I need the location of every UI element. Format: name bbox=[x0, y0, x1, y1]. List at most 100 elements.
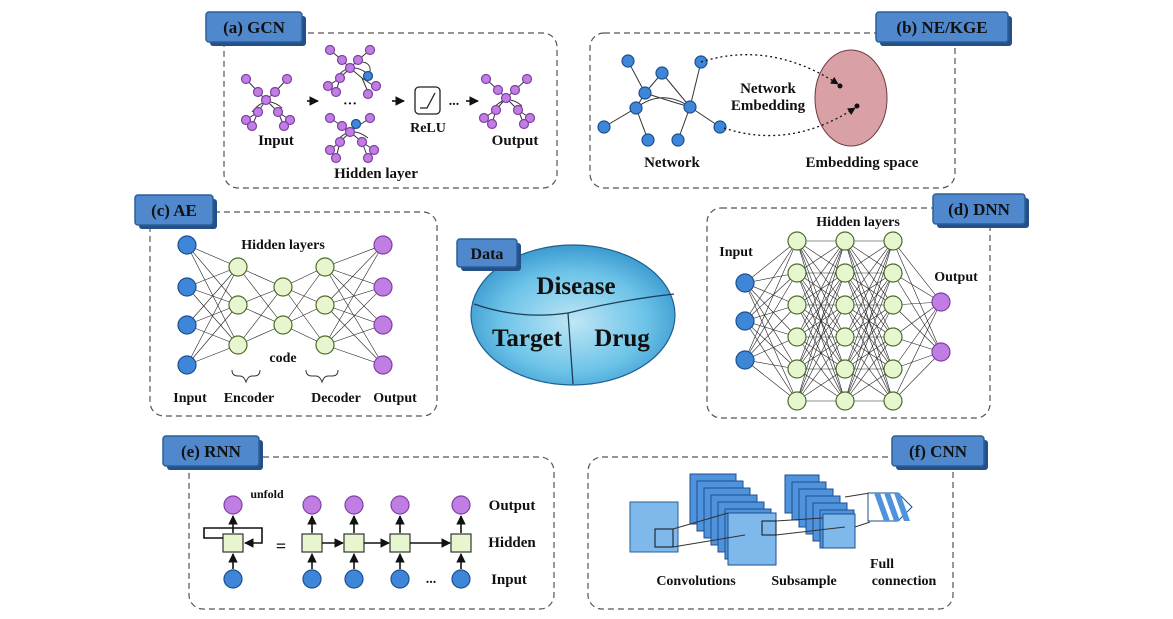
dnn-hidden-node bbox=[787, 327, 807, 347]
center-data: Data Disease Target Drug bbox=[456, 238, 676, 386]
ae-encoder-node bbox=[228, 335, 248, 355]
rnn-output-label: Output bbox=[489, 498, 536, 514]
data-drug: Drug bbox=[594, 325, 650, 352]
rnn-input-node bbox=[390, 569, 410, 589]
data-dividers bbox=[473, 293, 675, 385]
network-edge bbox=[744, 272, 798, 322]
cnn-pool-box bbox=[761, 520, 777, 536]
network-edge bbox=[796, 368, 846, 402]
network-edge bbox=[796, 240, 846, 306]
rnn-hidden-cell bbox=[450, 533, 472, 553]
network-edge bbox=[844, 240, 894, 306]
data-tag-label: Data bbox=[471, 246, 504, 263]
cnn-full-label-1: Full bbox=[870, 557, 894, 572]
ae-input-label: Input bbox=[173, 391, 207, 406]
data-target: Target bbox=[492, 325, 563, 352]
embedding-point-2 bbox=[854, 103, 860, 109]
cnn-subsample-map-front bbox=[822, 513, 856, 549]
embedding-arrow-top bbox=[700, 54, 839, 85]
network-edge bbox=[324, 344, 384, 366]
embedding-arrow-bottom bbox=[723, 107, 856, 137]
nekge-title: (b) NE/KGE bbox=[896, 18, 987, 37]
rnn-output-node bbox=[302, 495, 322, 515]
dnn-title-tag: (d) DNN bbox=[932, 193, 1029, 228]
ae-decoder-brace bbox=[305, 369, 339, 384]
rnn-input-node bbox=[344, 569, 364, 589]
network-edge bbox=[796, 240, 846, 402]
nekge-network-graph bbox=[597, 54, 727, 147]
cnn-title-tag: (f) CNN bbox=[891, 435, 988, 470]
ae-decoder-label: Decoder bbox=[311, 391, 361, 406]
gcn-relu-dots: ... bbox=[449, 94, 460, 109]
network-edge bbox=[324, 244, 384, 268]
network-edge bbox=[844, 240, 894, 274]
ae-output-node bbox=[373, 277, 393, 297]
network-edge bbox=[892, 304, 942, 353]
dnn-hidden-node bbox=[787, 263, 807, 283]
panel-ae: (c) AE Hidden layers code Input Encoder … bbox=[134, 194, 438, 417]
network-edge bbox=[796, 240, 846, 370]
gcn-input-label: Input bbox=[258, 133, 294, 149]
ae-encoder-label: Encoder bbox=[224, 391, 275, 406]
gcn-hidden-graph-bottom bbox=[324, 112, 380, 164]
network-edge bbox=[744, 304, 798, 361]
network-edge bbox=[186, 244, 239, 306]
network-edge bbox=[324, 286, 384, 346]
dnn-hidden-node bbox=[787, 359, 807, 379]
rnn-title-tag: (e) RNN bbox=[162, 435, 263, 470]
network-edge bbox=[844, 240, 894, 370]
panel-rnn: (e) RNN unfold = ... Output Hidden Input bbox=[162, 435, 555, 610]
nekge-embedding-label-1: Network bbox=[740, 81, 796, 97]
network-edge bbox=[324, 244, 384, 346]
dnn-hidden-node bbox=[883, 295, 903, 315]
ae-input-node bbox=[177, 277, 197, 297]
network-edge bbox=[796, 240, 846, 338]
dnn-output-node bbox=[931, 342, 951, 362]
rnn-input-node bbox=[451, 569, 471, 589]
rnn-ellipsis: ... bbox=[426, 572, 437, 587]
ae-encoder-brace bbox=[231, 369, 261, 384]
cnn-fc-stripe bbox=[884, 493, 900, 521]
dnn-output-node bbox=[931, 292, 951, 312]
network-edge bbox=[892, 240, 942, 353]
dnn-hidden-node bbox=[787, 391, 807, 411]
network-edge bbox=[744, 240, 798, 284]
cnn-conv-map-front bbox=[727, 512, 777, 566]
network-edge bbox=[186, 266, 239, 366]
data-tag: Data bbox=[456, 238, 521, 271]
gcn-relu-label: ReLU bbox=[410, 121, 446, 136]
cnn-input-map bbox=[629, 501, 679, 553]
cnn-kernel-box bbox=[654, 528, 674, 548]
ae-code-node bbox=[273, 277, 293, 297]
gcn-hidden-label: Hidden layer bbox=[334, 166, 418, 182]
network-edge bbox=[892, 272, 942, 353]
rnn-hidden-cell bbox=[389, 533, 411, 553]
nekge-embedding-label-2: Embedding bbox=[731, 98, 806, 114]
gcn-hidden-graph-top bbox=[322, 44, 382, 100]
ae-output-node bbox=[373, 235, 393, 255]
ae-code-label: code bbox=[269, 351, 296, 366]
nekge-panel-border bbox=[589, 32, 956, 189]
rnn-equals: = bbox=[276, 536, 286, 556]
dnn-network bbox=[735, 231, 951, 411]
gcn-hidden-ellipsis: ··· bbox=[343, 97, 357, 112]
panel-gcn: (a) GCN Input ··· bbox=[205, 11, 558, 189]
ae-input-node bbox=[177, 235, 197, 255]
network-edge bbox=[282, 266, 326, 326]
gcn-output-label: Output bbox=[492, 133, 539, 149]
rnn-network bbox=[203, 495, 472, 589]
gcn-title-tag: (a) GCN bbox=[205, 11, 306, 46]
dnn-hidden-node bbox=[883, 327, 903, 347]
nekge-title-tag: (b) NE/KGE bbox=[875, 11, 1012, 46]
rnn-unfold-label: unfold bbox=[250, 487, 284, 501]
embedding-space-ellipse bbox=[814, 49, 888, 147]
data-ellipse bbox=[470, 244, 676, 386]
ae-input-node bbox=[177, 315, 197, 335]
ae-title-tag: (c) AE bbox=[134, 194, 217, 229]
ae-code-node bbox=[273, 315, 293, 335]
network-edge bbox=[892, 301, 942, 370]
network-edge bbox=[186, 244, 239, 346]
dnn-hidden-node bbox=[835, 359, 855, 379]
network-edge bbox=[892, 351, 942, 402]
